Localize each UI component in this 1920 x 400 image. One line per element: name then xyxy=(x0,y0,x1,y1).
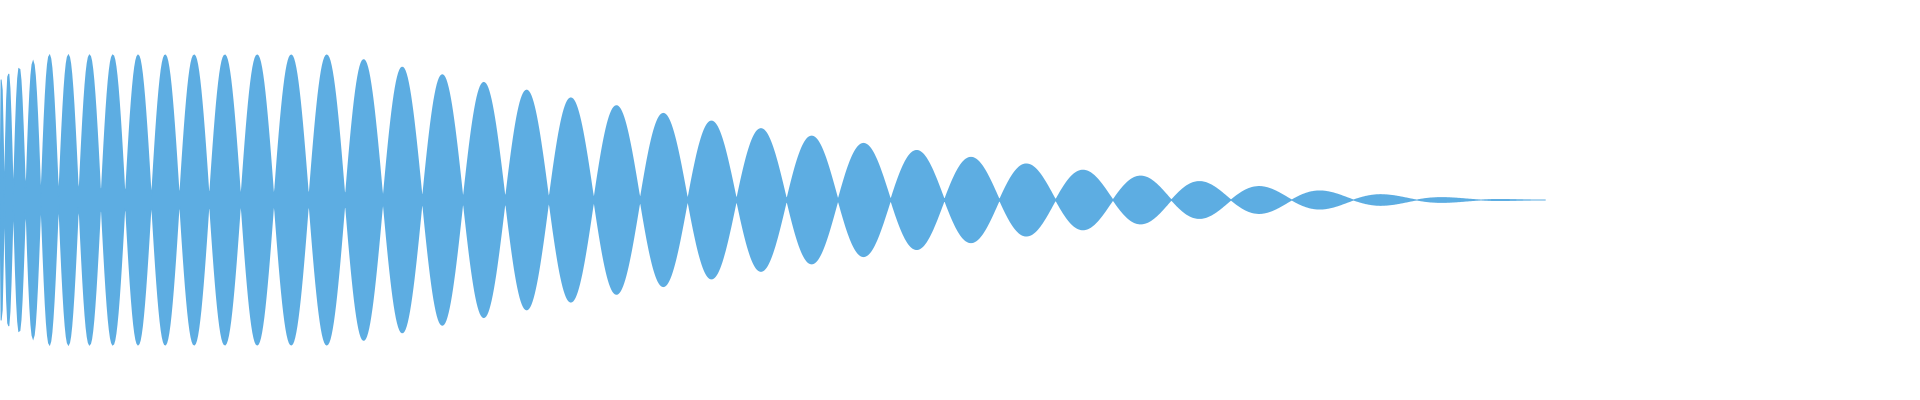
waveform-shape-group xyxy=(0,53,1546,347)
